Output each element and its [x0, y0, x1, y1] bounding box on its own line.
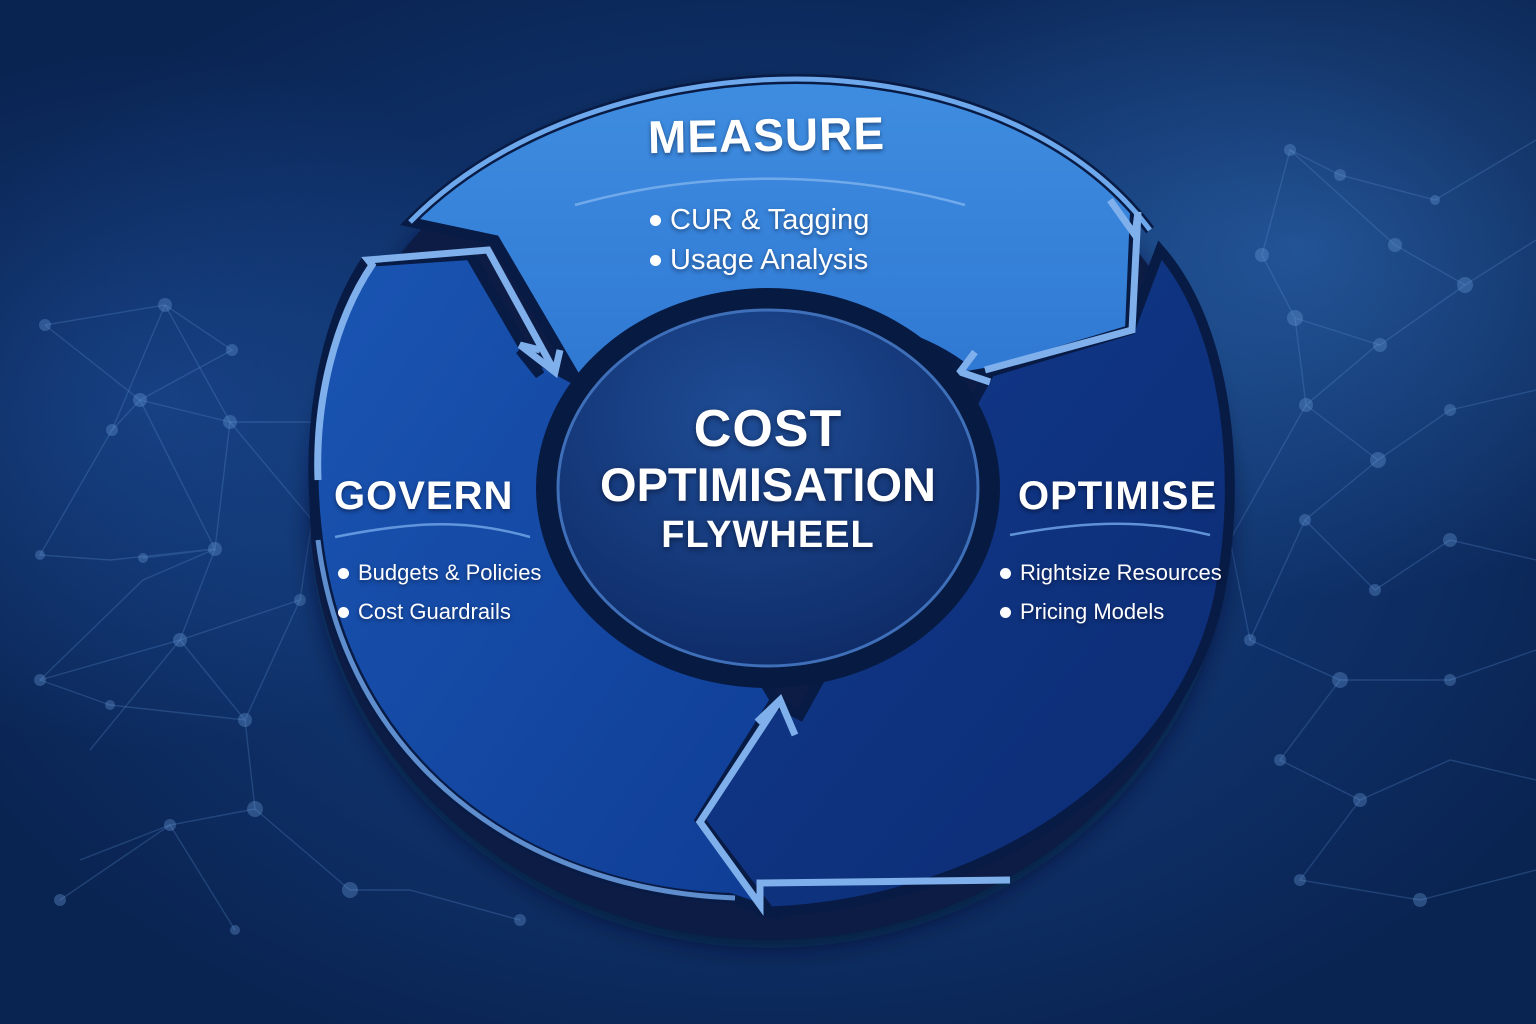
bullet-item: Rightsize Resources — [998, 553, 1222, 592]
bullet-item: Cost Guardrails — [336, 592, 541, 631]
bullet-item: Pricing Models — [998, 592, 1222, 631]
title-line-3: FLYWHEEL — [661, 514, 875, 556]
title-line-2: OPTIMISATION — [600, 458, 936, 511]
stage-bullets-measure: CUR & Tagging Usage Analysis — [648, 200, 869, 280]
flow-arrows — [314, 197, 1142, 916]
stage-title-measure: MEASURE — [647, 106, 886, 164]
hub — [536, 288, 1000, 688]
flywheel-title: COST OPTIMISATION FLYWHEEL — [568, 400, 968, 558]
bullet-item: Budgets & Policies — [336, 553, 541, 592]
title-line-1: COST — [693, 400, 843, 458]
stage-title-govern: GOVERN — [334, 474, 514, 518]
stage-bullets-govern: Budgets & Policies Cost Guardrails — [336, 553, 541, 631]
bullet-item: CUR & Tagging — [648, 200, 869, 240]
stage-bullets-optimise: Rightsize Resources Pricing Models — [998, 553, 1222, 631]
segment-govern — [308, 249, 785, 923]
stage-title-optimise: OPTIMISE — [1018, 474, 1218, 518]
bullet-item: Usage Analysis — [648, 240, 869, 280]
